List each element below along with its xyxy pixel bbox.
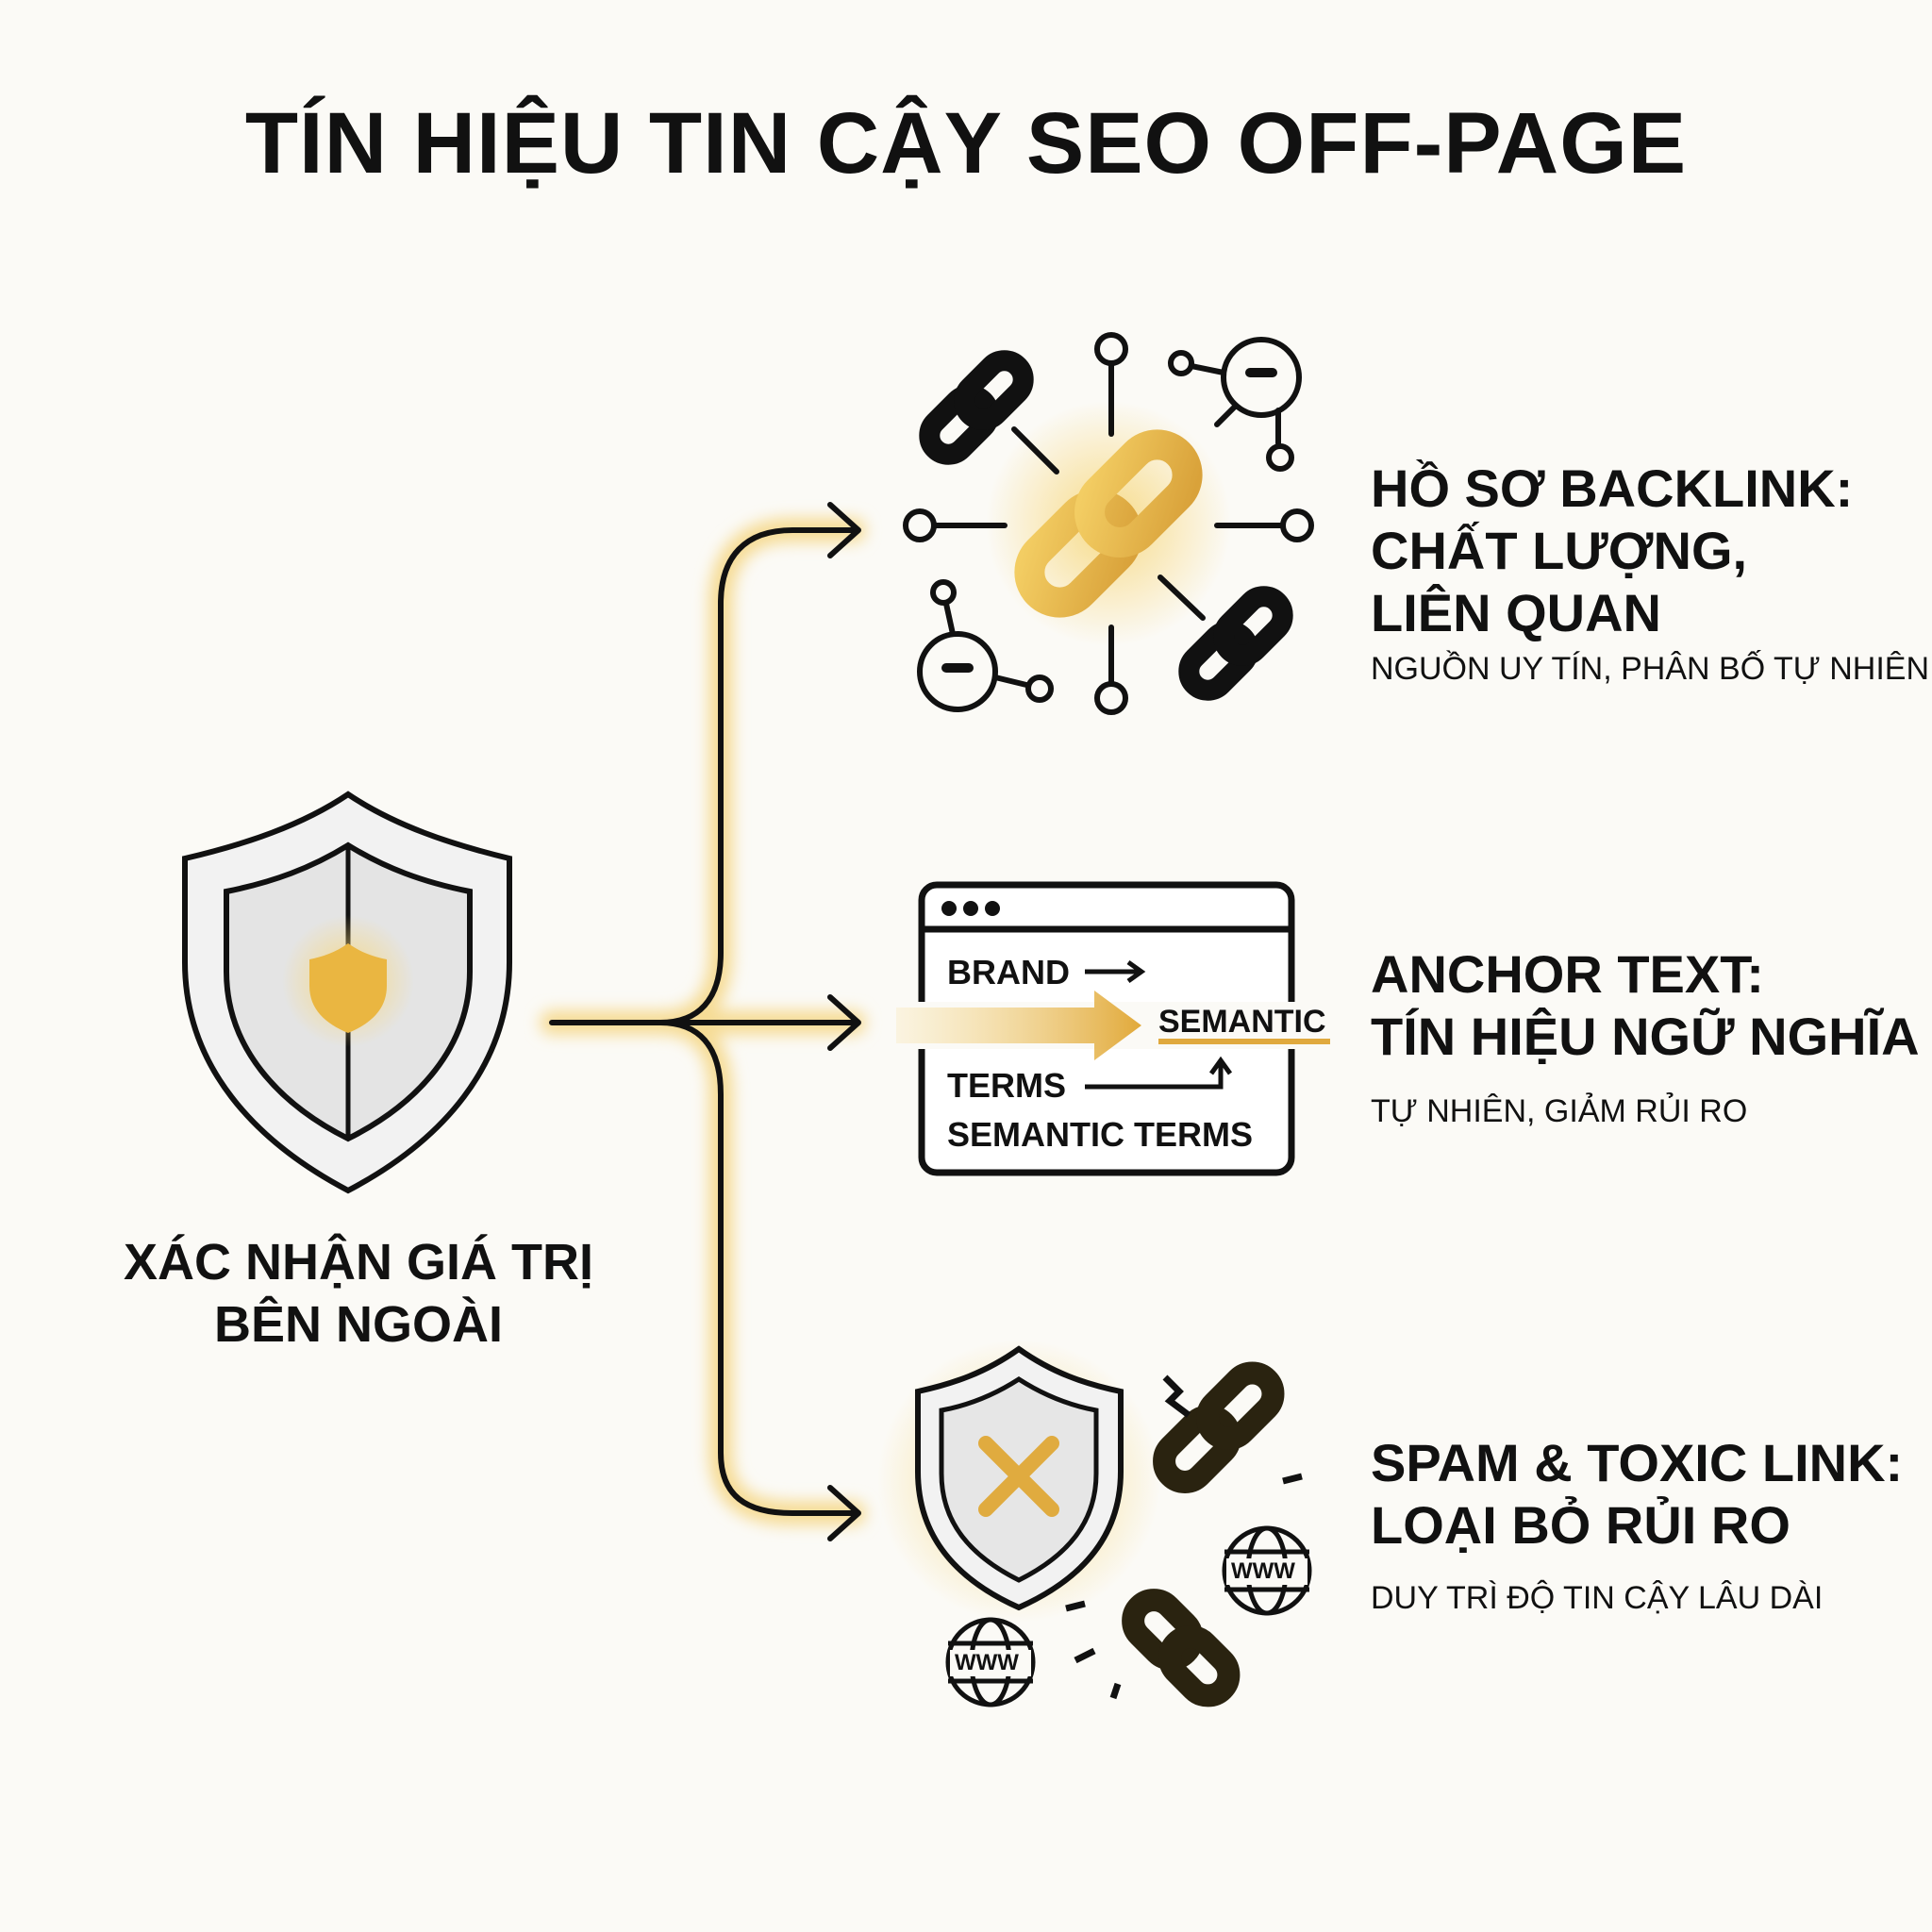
toxic-text-block: SPAM & TOXIC LINK: LOẠI BỎ RỦI RO DUY TR… xyxy=(1371,1432,1903,1617)
anchor-text-block: ANCHOR TEXT: TÍN HIỆU NGỮ NGHĨA TỰ NHIÊN… xyxy=(1371,943,1920,1130)
backlink-subtitle: NGUỒN UY TÍN, PHÂN BỐ TỰ NHIÊN xyxy=(1371,651,1930,687)
center-label-line1: XÁC NHẬN GIÁ TRỊ xyxy=(124,1234,593,1291)
anchor-subtitle: TỰ NHIÊN, GIẢM RỦI RO xyxy=(1371,1093,1748,1129)
arrow-heads xyxy=(827,502,861,1541)
backlink-heading-line: HỒ SƠ BACKLINK: xyxy=(1371,458,1854,518)
anchor-heading-line: TÍN HIỆU NGỮ NGHĨA xyxy=(1371,1007,1920,1066)
toxic-heading-line: SPAM & TOXIC LINK: xyxy=(1371,1433,1904,1492)
toxic-subtitle: DUY TRÌ ĐỘ TIN CẬY LÂU DÀI xyxy=(1371,1580,1824,1616)
shield-icon xyxy=(182,791,512,1194)
shield-x-icon xyxy=(877,1340,1160,1623)
backlink-network-icon xyxy=(903,332,1314,715)
backlink-heading-line: CHẤT LƯỢNG, xyxy=(1371,521,1748,580)
branch-connectors xyxy=(540,502,866,1541)
page-title: TÍN HIỆU TIN CẬY SEO OFF-PAGE xyxy=(244,95,1688,192)
center-label: XÁC NHẬN GIÁ TRỊ BÊN NGOÀI xyxy=(75,1231,641,1356)
backlink-text: HỒ SƠ BACKLINK: CHẤT LƯỢNG, LIÊN QUAN NG… xyxy=(1371,458,1929,688)
backlink-heading-line: LIÊN QUAN xyxy=(1371,583,1661,642)
toxic-heading-line: LOẠI BỎ RỦI RO xyxy=(1371,1495,1790,1555)
www-label: WWW xyxy=(955,1650,1019,1675)
window-semantic: SEMANTIC xyxy=(1158,1004,1326,1040)
center-label-line2: BÊN NGOÀI xyxy=(213,1296,504,1353)
browser-window-icon xyxy=(896,881,1340,1176)
window-terms: TERMS xyxy=(947,1066,1066,1105)
window-brand: BRAND xyxy=(947,953,1070,991)
www-label: WWW xyxy=(1231,1558,1295,1584)
window-semantic-terms: SEMANTIC TERMS xyxy=(947,1115,1253,1154)
globe-www-icon xyxy=(945,1525,1312,1707)
anchor-heading-line: ANCHOR TEXT: xyxy=(1371,944,1764,1004)
broken-link-icon xyxy=(1065,1361,1303,1707)
